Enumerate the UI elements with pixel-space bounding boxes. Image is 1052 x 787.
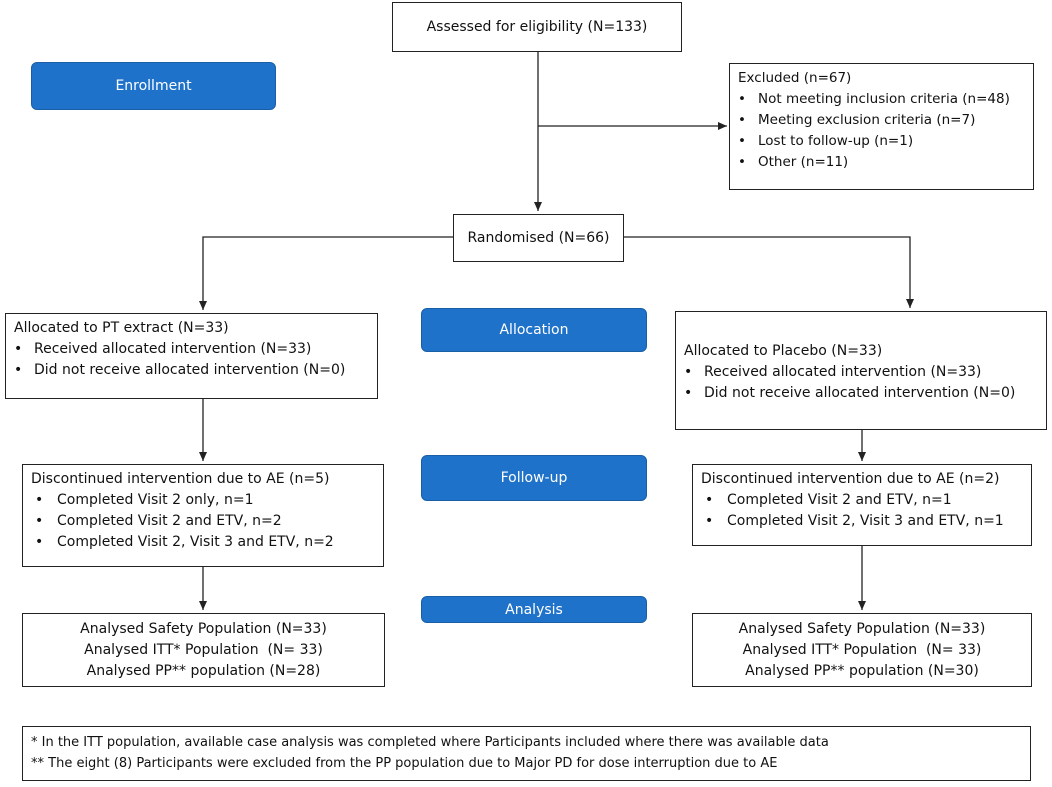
bullet: • bbox=[35, 492, 44, 508]
followup-right-item: Completed Visit 2, Visit 3 and ETV, n=1 bbox=[727, 513, 1004, 529]
analysis-left-line: Analysed PP** population (N=28) bbox=[86, 663, 321, 679]
bullet: • bbox=[738, 112, 746, 128]
followup-left-item: Completed Visit 2 only, n=1 bbox=[57, 492, 254, 508]
assessed-text: Assessed for eligibility (N=133) bbox=[426, 18, 648, 35]
allocation-right-box: Allocated to Placebo (N=33) • Received al… bbox=[675, 311, 1047, 430]
allocation-right-item: Did not receive allocated intervention (… bbox=[704, 385, 1016, 401]
assessed-box: Assessed for eligibility (N=133) bbox=[392, 2, 682, 52]
followup-left-title: Discontinued intervention due to AE (n=5… bbox=[31, 471, 330, 487]
allocation-right-item: Received allocated intervention (N=33) bbox=[704, 364, 982, 380]
bullet: • bbox=[684, 385, 693, 401]
allocation-right-title: Allocated to Placebo (N=33) bbox=[684, 343, 883, 359]
excluded-title: Excluded (n=67) bbox=[738, 70, 852, 86]
list-item: • Other (n=11) bbox=[738, 152, 1025, 173]
list-item: • Meeting exclusion criteria (n=7) bbox=[738, 110, 1025, 131]
followup-right-box: Discontinued intervention due to AE (n=2… bbox=[692, 464, 1032, 546]
list-item: • Completed Visit 2 only, n=1 bbox=[31, 490, 375, 511]
allocation-left-box: Allocated to PT extract (N=33) • Received… bbox=[5, 313, 378, 399]
analysis-left-line: Analysed Safety Population (N=33) bbox=[80, 621, 327, 637]
bullet: • bbox=[35, 534, 44, 550]
bullet: • bbox=[705, 513, 714, 529]
excluded-item: Not meeting inclusion criteria (n=48) bbox=[758, 91, 1010, 107]
randomised-box: Randomised (N=66) bbox=[453, 214, 624, 262]
list-item: • Not meeting inclusion criteria (n=48) bbox=[738, 89, 1025, 110]
analysis-right-line: Analysed ITT* Population (N= 33) bbox=[742, 642, 982, 658]
list-item: • Did not receive allocated intervention … bbox=[684, 383, 1038, 404]
connector-randomised-to-left bbox=[199, 236, 453, 310]
list-item: • Lost to follow-up (n=1) bbox=[738, 131, 1025, 152]
list-item: • Completed Visit 2 and ETV, n=2 bbox=[31, 511, 375, 532]
connector-randomised-to-right bbox=[624, 236, 914, 308]
bullet: • bbox=[738, 91, 746, 107]
bullet: • bbox=[35, 513, 44, 529]
list-item: • Received allocated intervention (N=33) bbox=[14, 339, 369, 360]
excluded-box: Excluded (n=67) • Not meeting inclusion c… bbox=[729, 63, 1034, 190]
excluded-item: Other (n=11) bbox=[758, 154, 849, 170]
footnote: * In the ITT population, available case … bbox=[31, 735, 829, 750]
bullet: • bbox=[14, 362, 23, 378]
allocation-left-item: Received allocated intervention (N=33) bbox=[34, 341, 312, 357]
footnotes-box: * In the ITT population, available case … bbox=[22, 726, 1031, 781]
analysis-right-box: Analysed Safety Population (N=33) Analys… bbox=[692, 613, 1032, 687]
bullet: • bbox=[738, 133, 746, 149]
followup-left-item: Completed Visit 2 and ETV, n=2 bbox=[57, 513, 282, 529]
allocation-left-item: Did not receive allocated intervention (… bbox=[34, 362, 346, 378]
bullet: • bbox=[684, 364, 693, 380]
analysis-left-line: Analysed ITT* Population (N= 33) bbox=[84, 642, 323, 658]
excluded-item: Lost to follow-up (n=1) bbox=[758, 133, 914, 149]
stage-label-allocation: Allocation bbox=[421, 308, 647, 352]
bullet: • bbox=[705, 492, 714, 508]
stage-label-followup: Follow-up bbox=[421, 455, 647, 501]
list-item: • Received allocated intervention (N=33) bbox=[684, 362, 1038, 383]
excluded-item: Meeting exclusion criteria (n=7) bbox=[758, 112, 976, 128]
allocation-left-title: Allocated to PT extract (N=33) bbox=[14, 320, 229, 336]
analysis-right-line: Analysed PP** population (N=30) bbox=[745, 663, 979, 679]
analysis-left-box: Analysed Safety Population (N=33) Analys… bbox=[22, 613, 385, 687]
followup-right-title: Discontinued intervention due to AE (n=2… bbox=[701, 471, 1000, 487]
list-item: • Completed Visit 2, Visit 3 and ETV, n=2 bbox=[31, 532, 375, 553]
followup-right-item: Completed Visit 2 and ETV, n=1 bbox=[727, 492, 952, 508]
list-item: • Completed Visit 2, Visit 3 and ETV, n=1 bbox=[701, 511, 1023, 532]
list-item: • Did not receive allocated intervention … bbox=[14, 360, 369, 381]
followup-left-item: Completed Visit 2, Visit 3 and ETV, n=2 bbox=[57, 534, 334, 550]
followup-left-box: Discontinued intervention due to AE (n=5… bbox=[22, 464, 384, 567]
footnote: ** The eight (8) Participants were exclu… bbox=[31, 756, 778, 771]
bullet: • bbox=[14, 341, 23, 357]
randomised-text: Randomised (N=66) bbox=[467, 229, 610, 246]
stage-label-analysis: Analysis bbox=[421, 596, 647, 623]
list-item: • Completed Visit 2 and ETV, n=1 bbox=[701, 490, 1023, 511]
analysis-right-line: Analysed Safety Population (N=33) bbox=[738, 621, 986, 637]
bullet: • bbox=[738, 154, 746, 170]
stage-label-enrollment: Enrollment bbox=[31, 62, 276, 110]
